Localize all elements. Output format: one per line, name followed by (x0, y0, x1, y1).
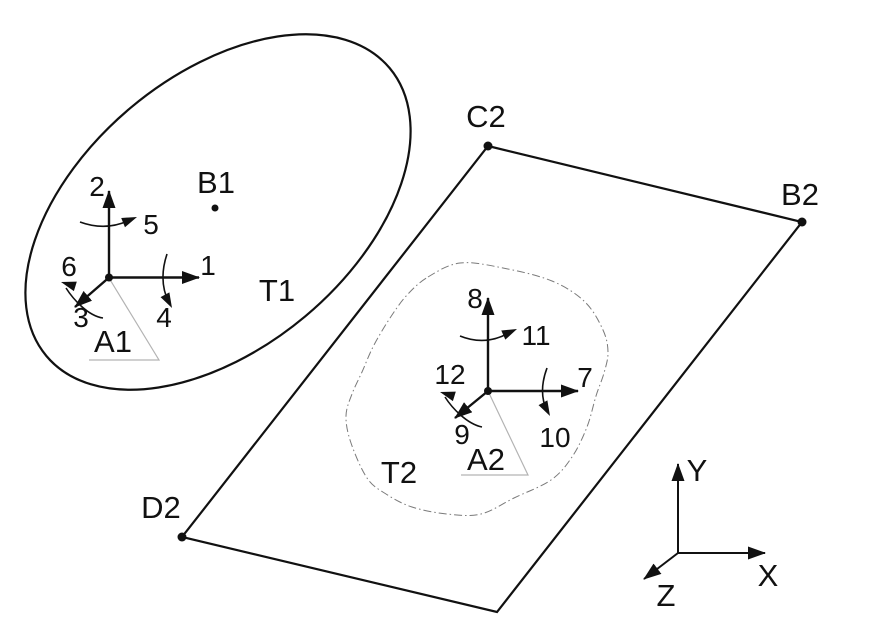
dof-label-1: 1 (200, 250, 216, 281)
point-c2-dot (483, 141, 493, 151)
dof-label-7: 7 (577, 362, 593, 393)
global-axes: Y X Z (643, 453, 779, 613)
global-z-axis-arrow (643, 552, 679, 580)
frame-a2-axis-out-arrow (454, 390, 489, 419)
region-t2-outline (345, 262, 609, 517)
frame-a1-datum-triangle (89, 277, 161, 361)
frame-a2-label: A2 (467, 442, 505, 477)
dof-label-10: 10 (539, 422, 570, 453)
point-c2-label: C2 (466, 99, 506, 134)
frame-a1-label: A1 (94, 324, 132, 359)
frame-a1-origin-dot (105, 273, 113, 282)
global-z-label: Z (657, 578, 676, 613)
dof-label-3: 3 (73, 302, 89, 333)
dof-label-6: 6 (61, 251, 77, 282)
dof-label-11: 11 (521, 320, 550, 351)
frame-a2: 7 8 9 10 11 12 A2 (434, 283, 592, 477)
surface-t1-label: T1 (259, 273, 295, 308)
surface-t1-ellipse (24, 33, 412, 391)
dof-label-12: 12 (434, 359, 465, 390)
plane-polygon (180, 144, 804, 614)
region-t2-label: T2 (381, 455, 417, 490)
dof-label-9: 9 (454, 419, 470, 450)
frame-a1: 1 2 3 4 5 6 A1 (61, 171, 216, 361)
point-b2-label: B2 (781, 177, 819, 212)
global-y-label: Y (687, 453, 708, 488)
frame-a1-rot-arc-out (65, 287, 104, 319)
frame-a1-axis-out-arrow (74, 276, 110, 308)
frame-a2-rot-arrowhead-11 (501, 329, 517, 340)
point-d2-dot (177, 532, 187, 542)
frame-a2-datum-triangle (461, 390, 529, 476)
dof-label-2: 2 (89, 171, 105, 202)
point-b1-dot (211, 204, 219, 212)
global-x-label: X (758, 558, 779, 593)
dof-label-8: 8 (467, 283, 483, 314)
point-d2-label: D2 (141, 490, 181, 525)
dof-label-5: 5 (143, 209, 159, 240)
point-b1-label: B1 (197, 165, 235, 200)
frame-a2-origin-dot (484, 387, 492, 395)
frame-a2-rot-arrowhead-10 (538, 400, 550, 416)
dof-label-4: 4 (156, 302, 172, 333)
frame-a2-rot-arrowhead-12 (440, 391, 456, 402)
frame-a1-rot-arrowhead-4 (160, 292, 172, 308)
frame-a1-rot-arrowhead-5 (121, 217, 137, 228)
frame-a1-rot-arrowhead-6 (61, 281, 77, 292)
point-b2-dot (797, 217, 807, 227)
frame-a2-rot-arc-out (444, 396, 483, 428)
